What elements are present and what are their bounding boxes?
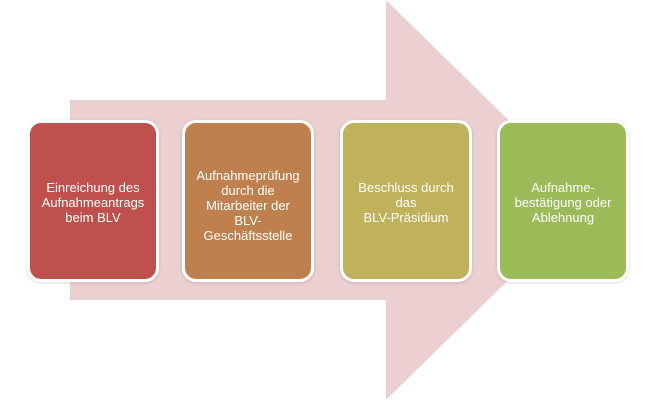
step-3-label: Beschluss durch das BLV-Präsidium [358,180,454,225]
process-arrow-shape [70,0,590,400]
step-4-label: Aufnahme- bestätigung oder Ablehnung [514,180,612,225]
step-4-box: Aufnahme- bestätigung oder Ablehnung [497,120,629,282]
step-1-box: Einreichung des Aufnahmeantrags beim BLV [27,120,159,282]
step-2-label: Aufnahmeprüfung durch die Mitarbeiter de… [196,168,300,243]
step-1-label: Einreichung des Aufnahmeantrags beim BLV [41,180,145,225]
step-3-box: Beschluss durch das BLV-Präsidium [340,120,472,282]
step-2-box: Aufnahmeprüfung durch die Mitarbeiter de… [182,120,314,282]
